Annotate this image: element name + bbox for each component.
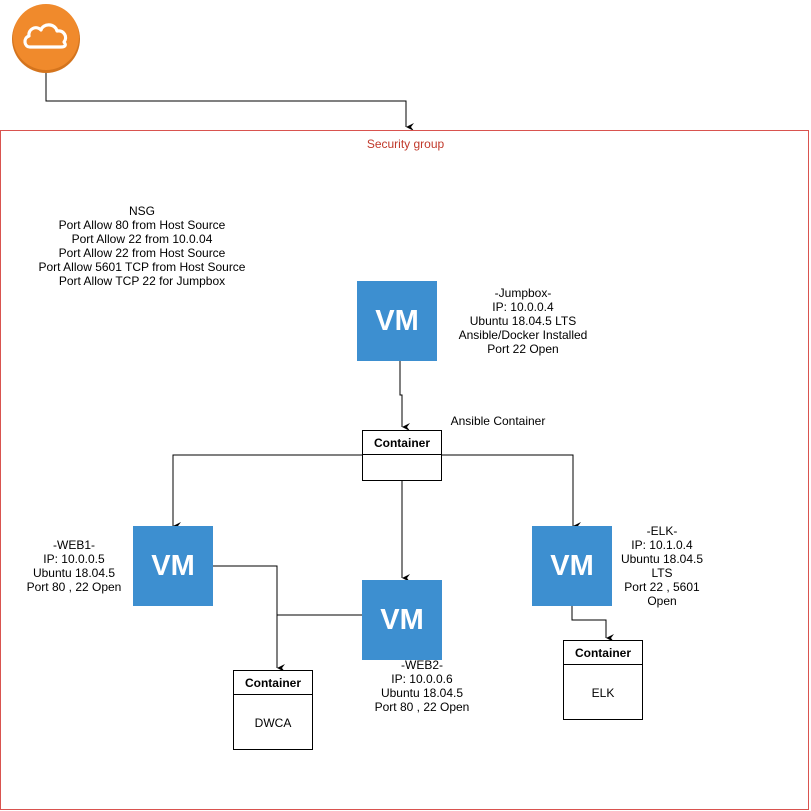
nsg-rules: NSG Port Allow 80 from Host Source Port …: [22, 204, 262, 288]
elk-vm[interactable]: VM: [532, 526, 612, 606]
connector-ansible-to-web1: [172, 454, 362, 530]
elk-container-body: ELK: [591, 685, 615, 700]
nsg-rule: Port Allow 80 from Host Source: [58, 218, 226, 232]
web1-ports: Port 80 , 22 Open: [26, 580, 122, 594]
connector-ansible-to-elk: [441, 454, 581, 530]
elk-ip: IP: 10.1.0.4: [631, 538, 693, 552]
elk-info: -ELK- IP: 10.1.0.4 Ubuntu 18.04.5 LTS Po…: [614, 524, 710, 608]
web1-name: -WEB1-: [53, 538, 95, 552]
nsg-rule: Port Allow 5601 TCP from Host Source: [38, 260, 246, 274]
web1-os: Ubuntu 18.04.5: [32, 566, 116, 580]
dwca-container[interactable]: Container DWCA: [233, 670, 313, 750]
elk-os-suffix: LTS: [651, 566, 673, 580]
nsg-rule: Port Allow TCP 22 for Jumpbox: [58, 274, 226, 288]
elk-container[interactable]: Container ELK: [563, 640, 643, 720]
jumpbox-software: Ansible/Docker Installed: [458, 328, 588, 342]
security-group-label: Security group: [366, 137, 445, 151]
elk-container-header: Container: [564, 641, 642, 665]
web2-ip: IP: 10.0.0.6: [391, 672, 453, 686]
web2-os: Ubuntu 18.04.5: [380, 686, 464, 700]
dwca-container-header: Container: [234, 671, 312, 695]
ansible-container[interactable]: Container: [362, 430, 442, 481]
ansible-container-header: Container: [363, 431, 441, 455]
jumpbox-info: -Jumpbox- IP: 10.0.0.4 Ubuntu 18.04.5 LT…: [443, 286, 603, 356]
jumpbox-ports: Port 22 Open: [487, 342, 559, 356]
jumpbox-vm[interactable]: VM: [357, 281, 437, 361]
nsg-rule: Port Allow 22 from Host Source: [58, 246, 226, 260]
connector-cloud-to-security-group: [45, 72, 414, 131]
web1-info: -WEB1- IP: 10.0.0.5 Ubuntu 18.04.5 Port …: [15, 538, 133, 594]
connector-jumpbox-to-ansible: [399, 361, 410, 431]
web2-ports: Port 80 , 22 Open: [374, 700, 470, 714]
security-group-boundary: [0, 130, 809, 810]
connector-web1-to-dwca: [213, 565, 285, 672]
ansible-container-body: [363, 455, 441, 481]
web1-vm[interactable]: VM: [133, 526, 213, 606]
ansible-container-caption: Ansible Container: [450, 414, 546, 428]
cloud-icon: [11, 3, 81, 73]
elk-ports: Port 22 , 5601: [624, 580, 700, 594]
web2-name: -WEB2-: [401, 658, 443, 672]
elk-os: Ubuntu 18.04.5: [620, 552, 704, 566]
web1-ip: IP: 10.0.0.5: [43, 552, 105, 566]
web2-info: -WEB2- IP: 10.0.0.6 Ubuntu 18.04.5 Port …: [362, 658, 482, 714]
elk-ports-suffix: Open: [647, 594, 677, 608]
connector-elk-to-elk-container: [571, 601, 614, 642]
jumpbox-os: Ubuntu 18.04.5 LTS: [469, 314, 577, 328]
jumpbox-name: -Jumpbox-: [494, 286, 552, 300]
nsg-title: NSG: [128, 204, 155, 218]
jumpbox-ip: IP: 10.0.0.4: [492, 300, 554, 314]
web2-vm[interactable]: VM: [362, 580, 442, 660]
nsg-rule: Port Allow 22 from 10.0.04: [71, 232, 213, 246]
dwca-container-body: DWCA: [254, 715, 292, 730]
elk-name: -ELK-: [646, 524, 678, 538]
